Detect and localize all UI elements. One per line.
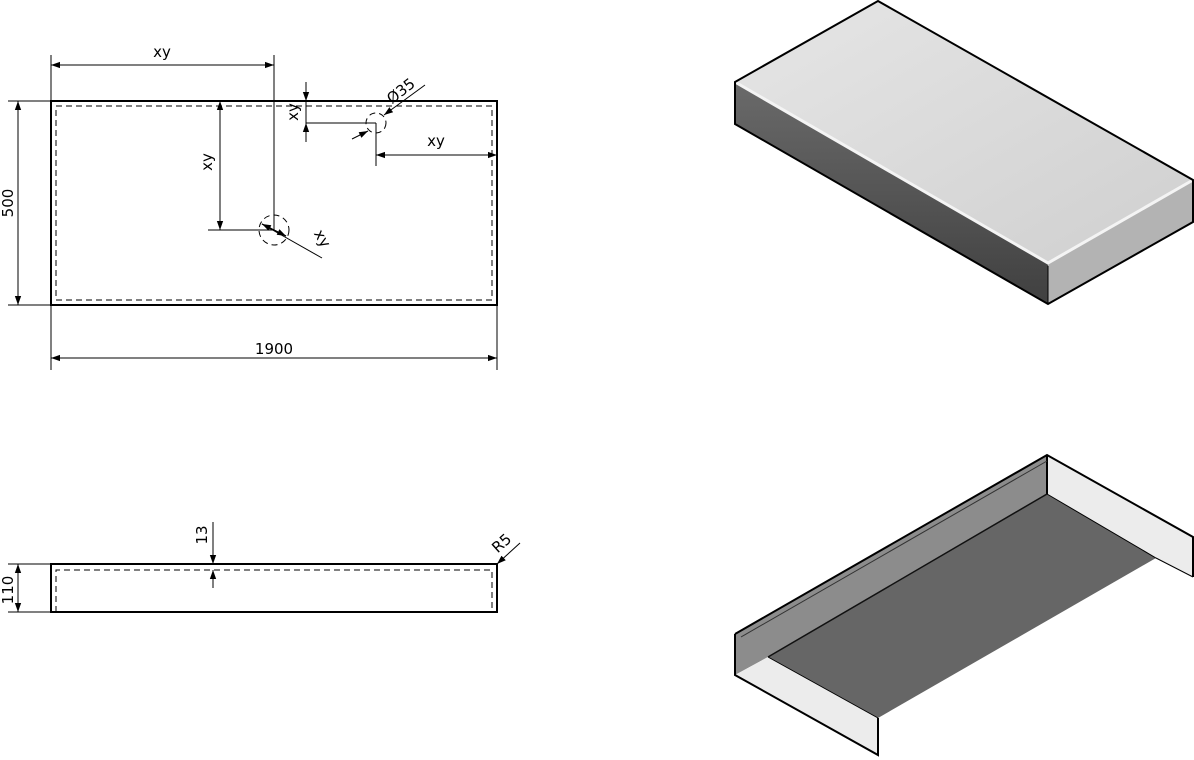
dim-thickness-label: 13	[193, 525, 211, 544]
top-view: 1900 500 xy xy xy xy xy Ø35	[0, 43, 498, 370]
dim-hole-x-left-label: xy	[153, 43, 171, 61]
iso-inner-floor	[768, 494, 1156, 718]
dim-hole-diag-left-label: xy	[310, 226, 335, 250]
dim-hole-y-left-label: xy	[198, 153, 216, 171]
dim-width-label: 1900	[255, 340, 293, 358]
iso-inner-wall	[735, 455, 1047, 675]
dim-hole-x-right-label: xy	[427, 132, 445, 150]
iso-side-face	[1048, 180, 1193, 304]
iso-top-face	[735, 1, 1193, 263]
dim-hole-y-right-label: xy	[284, 103, 302, 121]
side-view-hidden-edge	[55, 569, 493, 612]
side-view-outline	[50, 563, 498, 613]
top-view-hidden-edge	[55, 105, 493, 301]
dim-radius-label: R5	[488, 530, 515, 557]
isometric-bottom-view	[734, 453, 1194, 757]
isometric-top-view	[734, 0, 1194, 306]
dim-depth-label: 500	[0, 189, 17, 218]
iso-end-panel-left	[735, 657, 878, 755]
dim-height-label: 110	[0, 576, 17, 605]
iso-front-face	[735, 82, 1048, 304]
side-view: 110 13 R5	[0, 522, 521, 613]
iso-end-panel-right	[1047, 455, 1193, 577]
